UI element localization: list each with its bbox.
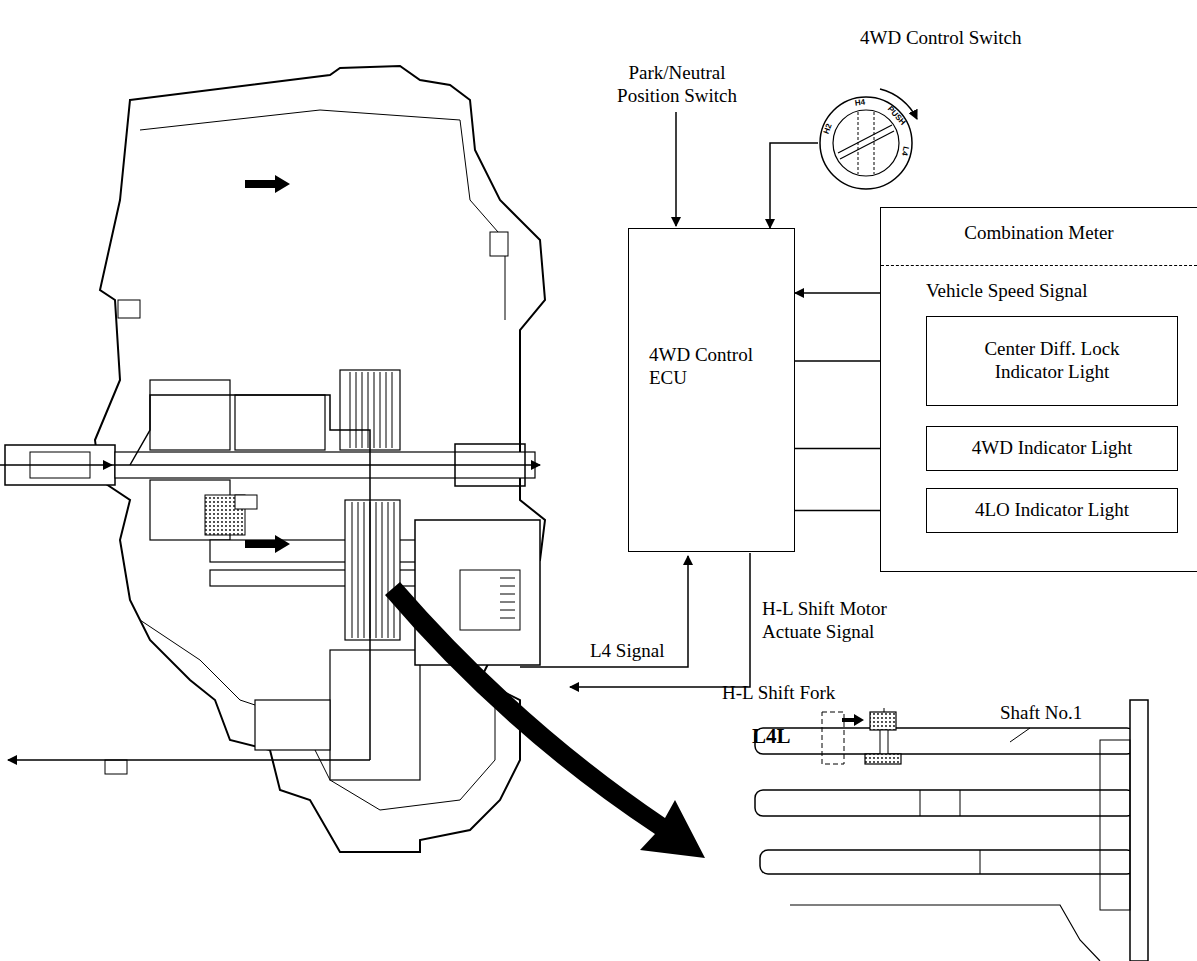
switch-heading: 4WD Control Switch — [860, 27, 1022, 50]
signal-name: Vehicle Speed Signal — [926, 280, 1087, 303]
indicator-box: Center Diff. Lock Indicator Light — [926, 316, 1178, 406]
indicator-label: 4WD Indicator Light — [972, 437, 1132, 460]
dial-knob — [833, 110, 899, 176]
part-label: Park/Neutral Position Switch — [612, 62, 742, 108]
panel-heading: Combination Meter — [881, 222, 1197, 245]
part-label: H-L Shift Motor Actuate Signal — [762, 598, 912, 644]
dial-mark — [874, 112, 875, 174]
control-switch: 4WD Control SwitchH2H4PUSHL4 — [818, 25, 1045, 195]
switch-dial: H2H4PUSHL4 — [818, 95, 914, 191]
dial-knob-bar — [840, 131, 894, 159]
part-label: L4 Signal — [590, 640, 664, 663]
ecu-box: 4WD Control ECU — [628, 228, 795, 552]
signal-connector — [770, 143, 818, 228]
dial-knob-bar — [838, 125, 892, 153]
dial-outline — [818, 95, 914, 191]
dashed-divider — [881, 265, 1197, 266]
meter-panel: Combination MeterVehicle Speed SignalCen… — [880, 207, 1197, 572]
signal-connector — [795, 292, 880, 294]
ecu-label: 4WD Control ECU — [649, 344, 759, 390]
part-label: L4L — [752, 724, 791, 749]
indicator-label: Center Diff. Lock Indicator Light — [965, 338, 1140, 384]
dial-label: L4 — [900, 146, 910, 157]
indicator-box: 4WD Indicator Light — [926, 426, 1178, 471]
indicator-label: 4LO Indicator Light — [975, 499, 1129, 522]
dial-mark — [858, 112, 859, 174]
part-label: Shaft No.1 — [1000, 702, 1082, 725]
indicator-box: 4LO Indicator Light — [926, 488, 1178, 533]
part-label: H-L Shift Fork — [722, 682, 835, 705]
dial-rim — [820, 97, 912, 189]
